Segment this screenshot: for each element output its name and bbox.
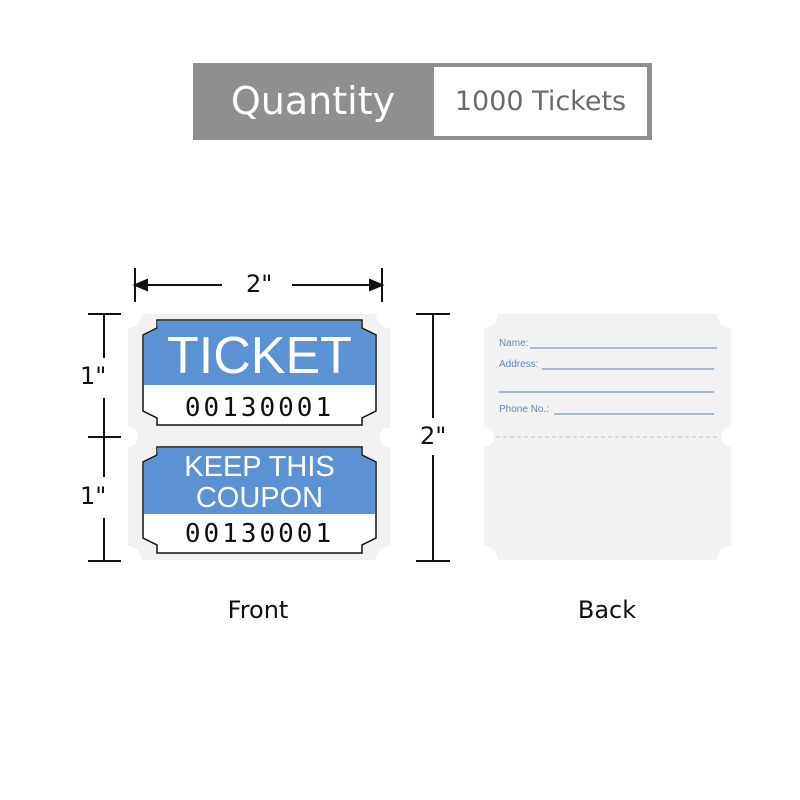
height-dimension-total — [416, 313, 450, 562]
height-dimension-left — [88, 313, 121, 562]
front-caption: Front — [227, 596, 289, 624]
top-ticket-blue-band — [143, 321, 376, 385]
height-bottom-label: 1" — [80, 482, 107, 510]
back-ticket-paper — [484, 314, 731, 560]
quantity-value: 1000 Tickets — [454, 86, 627, 117]
top-ticket-serial: 00130001 — [184, 393, 335, 423]
back-caption: Back — [577, 596, 637, 624]
quantity-value-box: 1000 Tickets — [434, 67, 647, 136]
top-ticket-title: TICKET — [167, 327, 352, 385]
bottom-ticket — [142, 446, 377, 554]
back-form-lines — [499, 347, 717, 415]
back-address-label: Address: — [499, 359, 539, 370]
height-total-label: 2" — [420, 422, 447, 450]
quantity-label: Quantity — [230, 79, 396, 123]
width-label: 2" — [246, 270, 273, 298]
back-phone-label: Phone No.: — [499, 404, 550, 415]
bottom-ticket-title-line1: KEEP THIS — [184, 451, 335, 483]
bottom-ticket-title-line2: COUPON — [195, 482, 324, 514]
height-top-label: 1" — [80, 362, 107, 390]
bottom-ticket-serial: 00130001 — [184, 519, 335, 549]
quantity-banner: Quantity 1000 Tickets — [193, 63, 652, 140]
top-ticket — [142, 319, 377, 426]
width-dimension-line — [132, 268, 385, 302]
back-name-label: Name: — [499, 338, 529, 349]
bottom-ticket-blue-band — [143, 448, 376, 514]
